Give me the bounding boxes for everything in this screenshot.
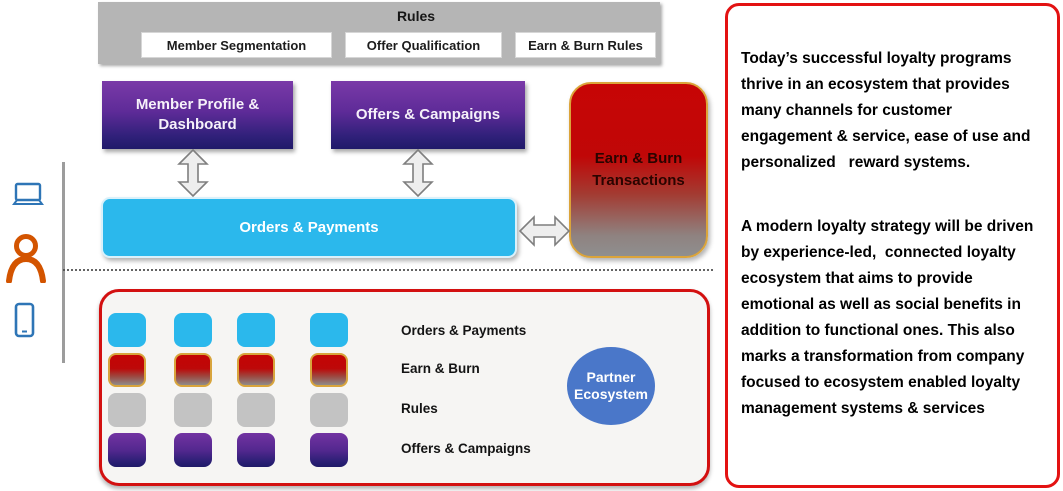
legend-square-gray: [310, 393, 348, 427]
legend-square-red: [174, 353, 212, 387]
rules-item-member-segmentation: Member Segmentation: [141, 32, 332, 58]
legend-square-cyan: [174, 313, 212, 347]
laptop-icon: [12, 182, 44, 205]
description-paragraph-2: A modern loyalty strategy will be driven…: [741, 218, 1038, 417]
description-panel: Today’s successful loyalty programs thri…: [725, 3, 1060, 488]
legend-square-gray: [108, 393, 146, 427]
ecosystem-panel: Orders & Payments Earn & Burn Rules Offe…: [99, 289, 710, 486]
member-profile-dashboard-box: Member Profile & Dashboard: [102, 81, 293, 149]
rules-title: Rules: [396, 8, 436, 24]
channel-divider-line: [62, 162, 65, 363]
description-paragraph-1: Today’s successful loyalty programs thri…: [741, 50, 1035, 171]
legend-square-gray: [174, 393, 212, 427]
legend-square-red: [237, 353, 275, 387]
rules-item-earn-burn-rules: Earn & Burn Rules: [515, 32, 656, 58]
orders-payments-box: Orders & Payments: [101, 197, 517, 258]
double-arrow-vertical-icon: [402, 148, 434, 198]
legend-square-cyan: [310, 313, 348, 347]
person-icon: [6, 234, 46, 283]
double-arrow-vertical-icon: [177, 148, 209, 198]
offers-campaigns-box: Offers & Campaigns: [331, 81, 525, 149]
legend-square-red: [310, 353, 348, 387]
legend-label-rules: Rules: [401, 401, 438, 416]
legend-square-purple: [310, 433, 348, 467]
smartphone-icon: [14, 302, 35, 338]
legend-square-purple: [108, 433, 146, 467]
earn-burn-transactions-box: Earn & Burn Transactions: [569, 82, 708, 258]
rules-item-offer-qualification: Offer Qualification: [345, 32, 502, 58]
partner-ecosystem-circle: Partner Ecosystem: [567, 347, 655, 425]
legend-label-offers-campaigns: Offers & Campaigns: [401, 441, 531, 456]
legend-square-gray: [237, 393, 275, 427]
dotted-separator-line: [63, 269, 713, 271]
legend-square-cyan: [237, 313, 275, 347]
legend-square-red: [108, 353, 146, 387]
legend-square-purple: [174, 433, 212, 467]
legend-square-cyan: [108, 313, 146, 347]
legend-label-orders-payments: Orders & Payments: [401, 323, 527, 338]
legend-square-purple: [237, 433, 275, 467]
double-arrow-horizontal-icon: [518, 215, 571, 247]
rules-bar: Rules Member Segmentation Offer Qualific…: [98, 2, 660, 64]
legend-label-earn-burn: Earn & Burn: [401, 361, 480, 376]
